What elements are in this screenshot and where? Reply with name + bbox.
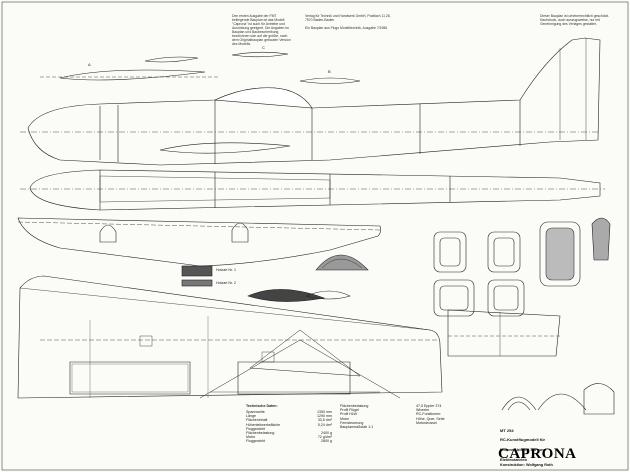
spec-row: Flächeninhalt 33,5 dm² (246, 418, 332, 422)
spinner-part (315, 254, 369, 271)
plan-designer: Konstruktion: Wolfgang Roth (500, 463, 553, 467)
spec-col3-item: Wheeler (416, 408, 430, 413)
spec-col2-item: Flächenbelastung (340, 404, 369, 408)
spec-row: Fluggewicht (246, 427, 332, 431)
plan-info: MT 254 RC-Kunstflugmodell für Motoren bi… (500, 424, 620, 462)
airfoil-section-4 (231, 51, 289, 58)
section-label-a: A (88, 62, 91, 67)
spec-row: Spannweite 1350 mm (246, 410, 332, 414)
former-5 (433, 279, 475, 317)
spec-label: Höhenleitwerksfläche (246, 422, 281, 427)
canopy-frame-2 (537, 393, 587, 411)
stabilizer-plan (447, 309, 561, 357)
header-note-middle: Verlag für Technik und Handwerk GmbH, Po… (305, 14, 391, 30)
plan-info-line1: RC-Kunstflugmodell für (500, 437, 546, 443)
plan-info-line2: Motoren bis 6,5 cm³ und (500, 446, 547, 452)
spec-row: Flächenbelastung 2400 g (246, 431, 332, 435)
spec-label: Flächenbelastung (246, 431, 275, 436)
airfoil-section-2 (144, 56, 199, 63)
hatch-label-1: Holzart Nr. 1 (216, 268, 236, 272)
spec-value: 72 g/dm² (317, 435, 332, 440)
former-4 (591, 217, 611, 261)
spec-value: 33,5 dm² (317, 418, 332, 423)
header-note-left: Den ersten Ausgabe der FMT beiliegende B… (232, 14, 291, 46)
specs-heading: Technische Daten: (246, 404, 278, 408)
former-1 (433, 231, 467, 273)
hatch-label-2: Holzart Nr. 2 (216, 281, 236, 285)
spec-label: Flächeninhalt (246, 418, 268, 423)
spec-value: 5,24 dm² (317, 422, 332, 427)
plan-id: MT 254 (500, 427, 514, 433)
spec-value: 2400 g (321, 431, 332, 436)
fuselage-side-view (20, 37, 601, 166)
fuselage-lower-view (17, 217, 381, 267)
former-6 (487, 279, 525, 317)
canopy-frame-3 (583, 383, 615, 415)
hatch-swatch-1 (181, 265, 213, 277)
spec-row: Fluggewicht 2800 g (246, 439, 332, 443)
spec-row: Höhenleitwerksfläche 5,24 dm² (246, 423, 332, 427)
spec-col3-item: Motordrossel (416, 420, 437, 425)
fuselage-top-view (20, 169, 605, 211)
spec-col2-item: Motor (340, 416, 350, 421)
spec-col3-item: RC-Funktionen: (416, 412, 442, 417)
spec-col2-item: Bauplanmaßstab 1:1 (340, 425, 374, 430)
spec-col2-item: Profil Flügel (340, 408, 359, 413)
spec-col3-item: Höhe, Quer, Seite (416, 416, 445, 421)
hatch-swatch-2 (181, 279, 213, 287)
spec-label: Fluggewicht (246, 426, 266, 431)
canopy-frame-1 (501, 396, 537, 411)
airfoil-section-1 (40, 69, 220, 81)
spec-label: Spannweite (246, 410, 265, 414)
spec-value: 1290 mm (317, 414, 332, 419)
airfoil-section-3 (299, 77, 361, 84)
section-label-b: B (328, 69, 331, 74)
spec-col2-item: Fernsteuerung (340, 420, 364, 425)
spec-col2-item: Profil HLW (340, 412, 357, 417)
wing-plan (17, 275, 443, 399)
spec-label: Fluggewicht (246, 439, 266, 444)
spec-row: Motor 72 g/dm² (246, 435, 332, 439)
former-3 (539, 221, 581, 287)
spec-value: 1350 mm (317, 410, 332, 414)
spec-label: Motor (246, 435, 256, 440)
plan-info-line3: Elektroantrieb (500, 456, 527, 462)
spec-col3-item: 47,5 Eppler 374 (416, 404, 442, 408)
plan-title: CAPRONA (498, 446, 577, 462)
spec-label: Länge (246, 414, 256, 419)
section-label-c: C (262, 45, 265, 50)
spec-row: Länge 1290 mm (246, 414, 332, 418)
former-2 (487, 231, 521, 273)
header-note-right: Dieser Bauplan ist urheberrechtlich gesc… (540, 14, 610, 26)
spec-value: 2800 g (321, 439, 332, 444)
